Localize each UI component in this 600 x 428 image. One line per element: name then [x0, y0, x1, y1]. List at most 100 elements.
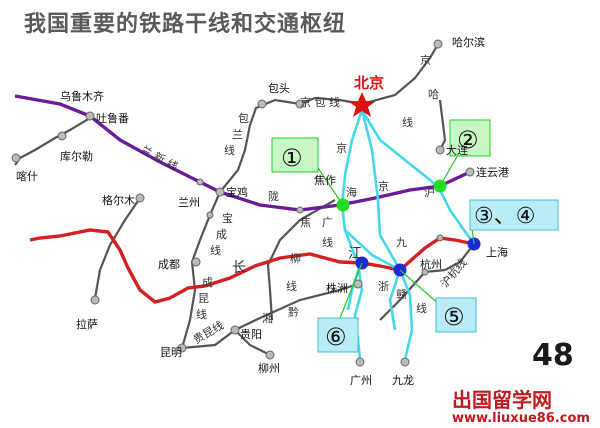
rail-dalian: [438, 99, 447, 151]
label-harbin: 哈尔滨: [452, 35, 485, 49]
rail-guikun: [181, 282, 359, 350]
label-lianyungang: 连云港: [476, 166, 509, 179]
rail-zhegan-lower: [379, 271, 426, 321]
label-baolan-3: 线: [224, 143, 235, 157]
label-zhuzhou: 株洲: [326, 281, 348, 295]
marker-label-1: ①: [281, 144, 303, 172]
label-zhegan-2: 赣: [396, 287, 407, 301]
marker-box-34: [469, 199, 559, 231]
label-zhegan-1: 浙: [378, 280, 389, 293]
city-labels: 乌鲁木齐 吐鲁番 库尔勒 喀什 格尔木 拉萨 包头 兰州 宝鸡 成都 昆明 贵阳…: [16, 35, 509, 387]
label-jiaozhi-1: 焦: [300, 216, 311, 229]
label-chengkun-1: 成: [202, 276, 213, 289]
label-zhegan-3: 线: [416, 301, 427, 315]
label-jinghu-1: 京: [378, 179, 389, 193]
label-shanghai: 上海: [486, 245, 508, 259]
marker-box-5: [435, 297, 477, 333]
rail-jingguang-2: [344, 229, 401, 272]
dot-golmud: [135, 193, 145, 203]
label-xianggui-1: 湘: [262, 311, 273, 325]
label-lanxin: 兰 新 线: [139, 142, 181, 173]
label-urumqi: 乌鲁木齐: [60, 89, 104, 103]
label-korla: 库尔勒: [60, 150, 93, 163]
watermark: 出国留学网 www.liuxue86.com: [452, 384, 590, 426]
label-jiangjiu-1: 九: [396, 236, 407, 249]
label-guikun: 贵昆线: [191, 318, 227, 347]
label-changjiang-1: 长: [232, 260, 246, 276]
label-jingguang-1: 京: [336, 141, 347, 155]
pointer-1: [317, 167, 344, 206]
rail-jingjiu: [360, 109, 414, 361]
label-longhai-1: 陇: [268, 189, 279, 203]
label-xianggui-2: 黔: [288, 305, 299, 319]
page-number: 48: [532, 338, 574, 373]
label-longhai-2: 海: [346, 185, 357, 199]
label-changjiang-2: 江: [348, 246, 362, 262]
label-jiaozhi-2: 柳: [290, 251, 301, 265]
dot-guiyang: [230, 325, 240, 335]
label-jingha-3: 线: [402, 115, 413, 129]
dot-nanjing: [436, 234, 444, 242]
capital-star: [348, 92, 376, 117]
dot-lanzhou: [196, 178, 204, 186]
label-lhasa: 拉萨: [76, 317, 98, 331]
rail-nanjiang: [19, 117, 91, 159]
label-baocheng-2: 成: [216, 228, 227, 241]
rail-jingha: [361, 43, 439, 106]
marker-label-34: ③、④: [474, 204, 535, 229]
dot-xuzhou: [296, 206, 304, 214]
dot-korla: [57, 131, 67, 141]
label-kashgar: 喀什: [16, 170, 38, 183]
city-dots: [11, 39, 475, 367]
dot-hangzhou: [421, 268, 429, 276]
label-jinghu-2: 沪: [424, 185, 435, 199]
marker-box-6: [317, 317, 359, 353]
label-chengkun-2: 昆: [198, 292, 209, 305]
pointer-5: [399, 269, 441, 306]
dot-guangzhou: [355, 357, 365, 367]
dot-chengdu: [191, 257, 201, 267]
label-baolan-2: 兰: [232, 128, 243, 141]
label-jiaozhi-3: 线: [286, 279, 297, 293]
label-baotou: 包头: [268, 82, 290, 95]
label-liuzhou: 柳州: [258, 361, 280, 375]
rail-lanxin-longhai: [14, 94, 471, 212]
label-hangzhou: 杭州: [420, 257, 442, 271]
label-baocheng-1: 宝: [222, 211, 233, 225]
label-jingguang-3: 线: [322, 235, 333, 249]
label-huhang: 沪杭线: [438, 256, 470, 290]
dot-kowloon: [400, 357, 410, 367]
marker-pointers: [317, 147, 475, 319]
label-lanzhou: 兰州: [178, 196, 200, 209]
dot-kunming: [177, 343, 187, 353]
label-jingguang-2: 广: [322, 216, 333, 229]
dot-kashgar: [11, 153, 21, 163]
dot-lhasa: [90, 295, 100, 305]
marker-label-5: ⑤: [443, 303, 465, 331]
watermark-url: www.liuxue86.com: [452, 411, 590, 426]
dot-urumqi: [85, 111, 95, 121]
dot-lianyungang: [465, 167, 475, 177]
rail-jiaozhi: [266, 199, 336, 321]
pointer-6: [339, 262, 363, 319]
label-guangzhou: 广州: [350, 374, 372, 387]
watermark-site-name: 出国留学网: [452, 388, 552, 412]
marker-label-6: ⑥: [325, 323, 347, 351]
rail-huhang: [424, 243, 475, 274]
label-baolan-1: 包: [238, 112, 249, 125]
marker-label-2: ②: [457, 126, 479, 154]
label-dalian: 大连: [446, 143, 468, 157]
marker-box-1: [271, 137, 319, 173]
marker-box-2: [449, 119, 491, 157]
dot-chengdu2: [206, 211, 214, 219]
label-jingbao: 京 包 线: [300, 95, 340, 109]
label-jingha-2: 哈: [428, 88, 439, 101]
label-kunming: 昆明: [160, 346, 182, 359]
dot-baotou: [257, 99, 267, 109]
rail-qingzang: [93, 197, 141, 299]
dot-baoji: [215, 187, 225, 197]
label-guiyang: 贵阳: [240, 328, 262, 341]
rail-inner2: [388, 269, 402, 331]
